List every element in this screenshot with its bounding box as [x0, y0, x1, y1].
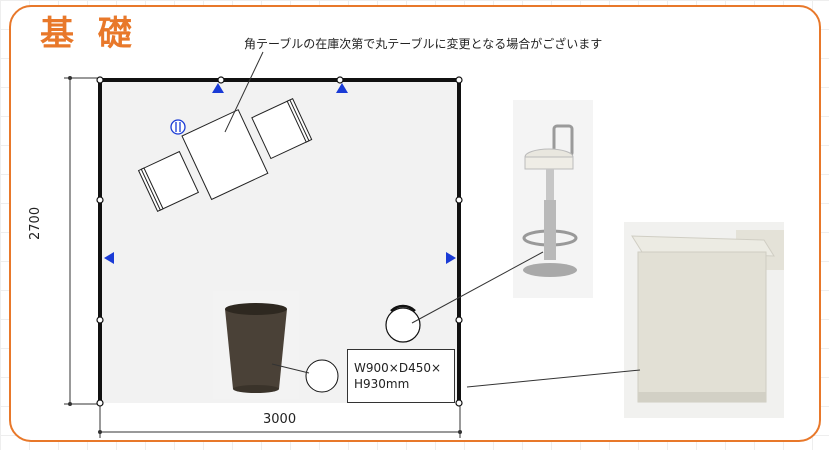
marker-top-left-icon: [212, 83, 224, 93]
counter-size-line2: H930mm: [354, 377, 410, 391]
width-dimension-label: 3000: [263, 412, 297, 427]
outlet-icon: [170, 119, 186, 135]
counter-size-line1: W900×D450×: [354, 361, 442, 375]
stool-symbol: [385, 307, 421, 343]
wall-left: [98, 78, 102, 404]
wall-top: [100, 78, 460, 82]
spotlight-markers: [104, 83, 456, 264]
stool-photo: [513, 100, 593, 298]
marker-right-icon: [446, 252, 456, 264]
marker-left-icon: [104, 252, 114, 264]
table-availability-note: 角テーブルの在庫次第で丸テーブルに変更となる場合がございます: [244, 37, 603, 51]
wall-right: [457, 78, 461, 404]
section-title: 基 礎: [40, 14, 138, 54]
wall-joints: [96, 76, 463, 407]
table-set: [137, 98, 313, 213]
leader-lines: [224, 51, 641, 388]
counter-size-label: W900×D450× H930mm: [347, 349, 455, 403]
square-table: [181, 109, 269, 201]
wastebasket-symbol: [305, 359, 339, 393]
counter-photo: [624, 222, 784, 418]
marker-top-right-icon: [336, 83, 348, 93]
wastebasket-photo: [213, 291, 299, 399]
dimension-end-dots: [68, 76, 462, 434]
